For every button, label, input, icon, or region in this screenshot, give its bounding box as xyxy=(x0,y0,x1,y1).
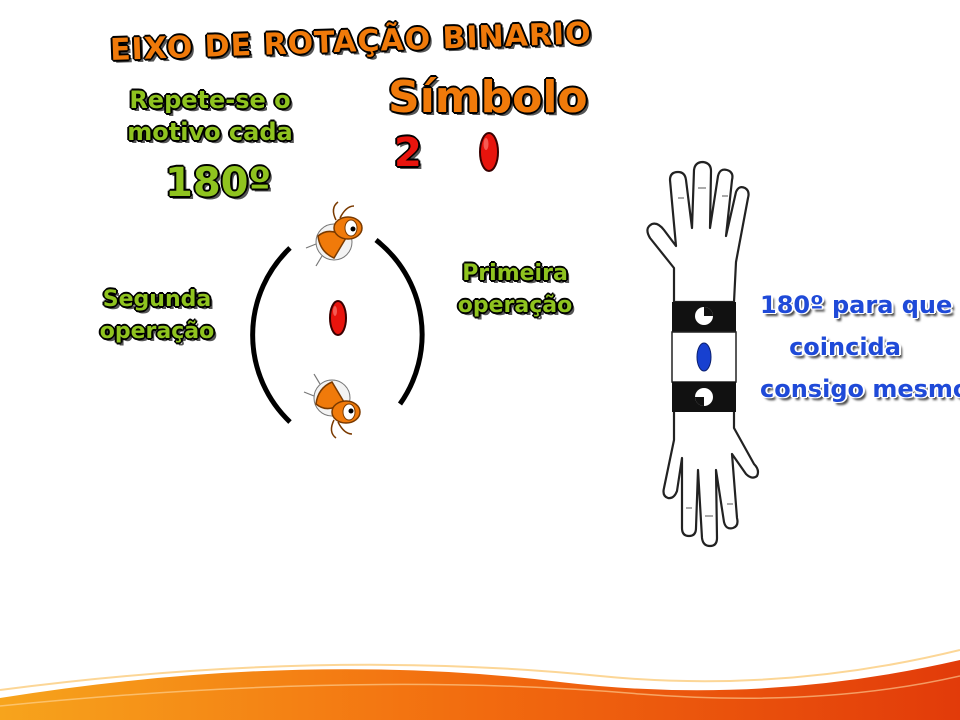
footer-swoosh xyxy=(0,649,960,720)
hand-icon xyxy=(646,160,760,548)
watch-face-bottom-icon xyxy=(695,388,713,406)
symbol-title: Símbolo xyxy=(388,72,588,123)
repeat-caption-line-1: Repete-se o xyxy=(129,86,291,114)
diagram-title: EIXO DE ROTAÇÃO BINARIO xyxy=(109,16,593,68)
second-operation-line-2: operação xyxy=(99,319,215,344)
first-operation-line-2: operação xyxy=(457,293,573,318)
hand-caption-line-2: coincida xyxy=(789,333,901,361)
first-operation-label: Primeira operação xyxy=(448,258,582,322)
first-operation-line-1: Primeira xyxy=(462,261,568,286)
hand-caption-line-3: consigo mesmo xyxy=(760,375,960,403)
rotation-angle-label: 180º xyxy=(165,160,272,206)
hand-caption: 180º para que coincida consigo mesmo xyxy=(760,284,960,410)
second-operation-label: Segunda operação xyxy=(92,284,222,348)
second-operation-line-1: Segunda xyxy=(102,287,212,312)
symbol-order-number: 2 xyxy=(394,130,422,176)
ant-motif-icon xyxy=(305,201,363,267)
central-axis-symbol-icon xyxy=(329,300,347,336)
rotation-arc-right xyxy=(374,238,425,406)
rotation-arc-left xyxy=(250,246,292,424)
twofold-axis-symbol-icon xyxy=(479,132,499,172)
repeat-caption: Repete-se o motivo cada xyxy=(120,84,300,148)
hand-caption-line-1: 180º para que xyxy=(760,291,953,319)
rotation-diagram xyxy=(250,201,425,439)
watch-face-top-icon xyxy=(695,307,713,325)
twofold-lens-blue-icon xyxy=(696,342,712,372)
repeat-caption-line-2: motivo cada xyxy=(127,118,293,146)
ant-motif-rotated-icon xyxy=(303,373,361,439)
